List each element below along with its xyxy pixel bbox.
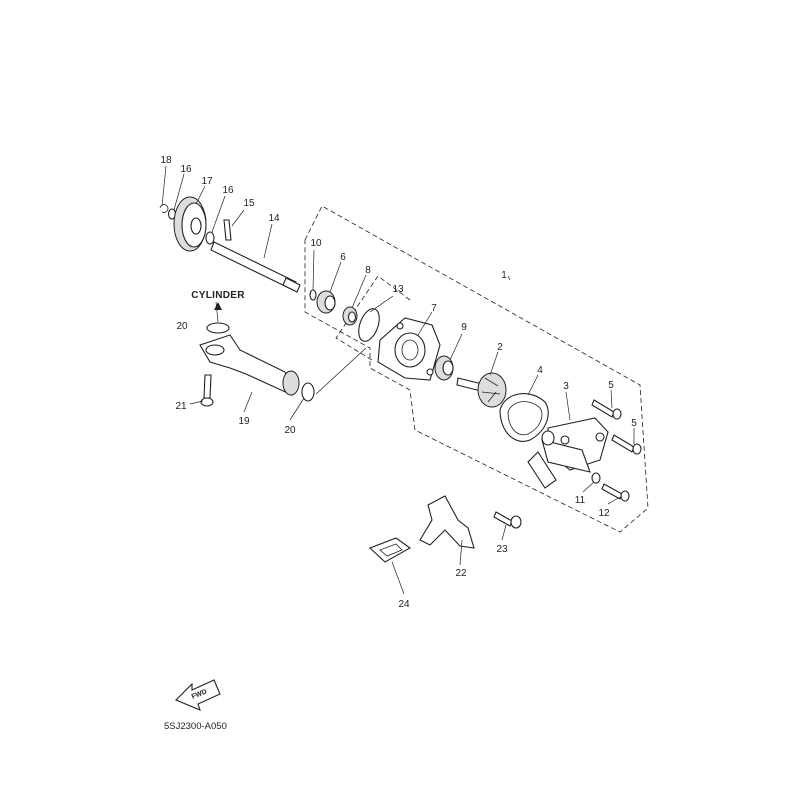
cylinder-label: CYLINDER	[191, 290, 245, 301]
callout-13: 13	[392, 284, 404, 295]
callout-10: 10	[310, 238, 322, 249]
leader-lines	[161, 165, 635, 595]
figure-code: 5SJ2300-A050	[164, 721, 227, 732]
callout-7: 7	[431, 303, 437, 314]
impeller-part	[456, 372, 507, 408]
callout-24: 24	[398, 599, 410, 610]
callout-16: 16	[180, 164, 192, 175]
callout-11: 11	[575, 495, 586, 506]
callout-2: 2	[497, 342, 503, 353]
impeller-gear-part	[173, 196, 207, 252]
callout-9: 9	[461, 322, 467, 333]
callout-8: 8	[365, 265, 371, 276]
drain-bolt-part	[601, 483, 630, 502]
fwd-arrow-icon	[175, 679, 221, 711]
callout-14: 14	[268, 213, 280, 224]
callout-20b: 20	[284, 425, 296, 436]
bracket-part	[419, 495, 475, 549]
seal-part	[309, 289, 317, 301]
clamp-part	[368, 537, 412, 563]
callout-22: 22	[455, 568, 467, 579]
pipe-bolt-part	[200, 374, 214, 407]
shaft-part	[210, 241, 301, 293]
gasket-part	[499, 393, 549, 442]
callout-6: 6	[340, 252, 346, 263]
o-ring-part-2	[206, 322, 230, 334]
o-ring-part-3	[301, 382, 315, 402]
bolt-part-2	[611, 434, 642, 455]
bearing-part	[316, 290, 336, 314]
callout-17: 17	[201, 176, 213, 187]
callout-23: 23	[496, 544, 508, 555]
callout-3: 3	[563, 381, 569, 392]
pump-cover-part	[527, 417, 609, 489]
callout-20: 20	[176, 321, 188, 332]
callout-18: 18	[160, 155, 172, 166]
o-ring-part	[358, 308, 380, 342]
callout-19: 19	[238, 416, 250, 427]
pump-housing-part	[377, 317, 441, 381]
washer-part-2	[205, 231, 215, 245]
callout-21: 21	[175, 401, 187, 412]
mechanical-seal-part	[434, 355, 454, 381]
washer-part-3	[591, 472, 601, 484]
callout-4: 4	[537, 365, 543, 376]
bolt-part	[591, 399, 622, 420]
water-pipe-part	[199, 334, 300, 397]
cylinder-arrow	[214, 302, 222, 310]
circlip-part	[159, 204, 169, 213]
callout-5: 5	[608, 380, 614, 391]
callout-16b: 16	[222, 185, 234, 196]
callout-12: 12	[598, 508, 610, 519]
bolt-part-3	[493, 511, 522, 529]
callout-1: 1	[501, 270, 507, 281]
callout-5b: 5	[631, 418, 637, 429]
assembly-boundary	[304, 205, 649, 533]
callouts: 1 2 3 4 5 5 6 7 8 9 10 11 12 13 14 15 16…	[160, 155, 637, 610]
pin-part	[223, 219, 232, 241]
callout-15: 15	[243, 198, 255, 209]
oil-seal-part	[342, 306, 358, 326]
